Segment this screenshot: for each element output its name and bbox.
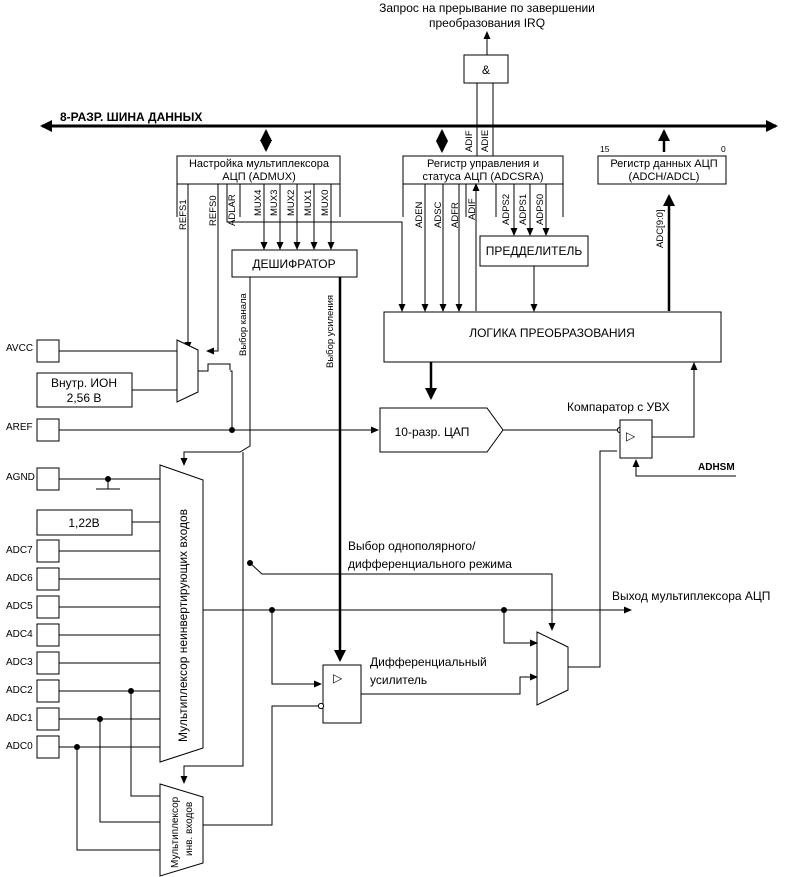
adc0-pin (36, 735, 60, 759)
adc-bus-label: ADC[9:0] (655, 209, 666, 248)
adc-data-register (597, 155, 727, 185)
adcsra-title-line1: Регистр управления и (427, 158, 539, 170)
adc-data-title-line1: Регистр данных АЦП (610, 158, 717, 170)
adc4-pin (36, 623, 60, 647)
adfr-label: ADFR (450, 202, 461, 228)
adc1-pin (36, 707, 60, 731)
conversion-logic-block (383, 311, 722, 363)
inverting-mux (159, 783, 204, 877)
noninverting-mux-label: Мультиплексор неинвертирующих входов (176, 509, 190, 742)
internal-ref-line1: Внутр. ИОН (51, 376, 117, 390)
mux3-label: MUX3 (269, 190, 280, 216)
mux2-label: MUX2 (286, 190, 297, 216)
inv-mux-line1: Мультиплексор (170, 796, 181, 868)
diff-amp-line2: усилитель (370, 673, 427, 687)
prescaler-label: ПРЕДДЕЛИТЕЛЬ (486, 244, 583, 258)
irq-label-line2: преобразования IRQ (429, 16, 545, 30)
adhsm-label: ADHSM (698, 462, 735, 473)
diff-amp-line1: Дифференциальный (370, 655, 487, 669)
internal-ref-block (36, 372, 133, 408)
adc1-label: ADC1 (6, 713, 33, 724)
adcsra-title-line2: статуса АЦП (ADCSRA) (422, 171, 543, 183)
refs1-label: REFS1 (178, 199, 189, 230)
admux-title-line1: Настройка мультиплексора (189, 158, 330, 170)
mode-select-line1: Выбор однополярного/ (348, 539, 476, 553)
mux4-label: MUX4 (253, 190, 264, 216)
adcsra-register (402, 155, 564, 185)
adc0-label: ADC0 (6, 741, 33, 752)
adc3-label: ADC3 (6, 657, 33, 668)
adc-data-bit0: 0 (721, 144, 726, 154)
dac-label: 10-разр. ЦАП (395, 425, 470, 439)
adc4-label: ADC4 (6, 629, 33, 640)
adc-data-title-line2: (ADCH/ADCL) (629, 171, 700, 183)
comparator-block (619, 419, 653, 459)
prescaler-block (479, 235, 589, 267)
adps1-label: ADPS1 (518, 194, 529, 225)
comparator-symbol: ▷ (626, 429, 636, 443)
adps0-label: ADPS0 (535, 194, 546, 225)
adc7-pin (36, 539, 60, 563)
agnd-pin (36, 467, 60, 491)
adc6-pin (36, 567, 60, 591)
bandgap-label: 1,22В (68, 516, 99, 530)
gain-select-label: Выбор усиления (325, 295, 336, 368)
adc2-pin (36, 679, 60, 703)
noninverting-mux (159, 464, 204, 763)
channel-select-label: Выбор канала (238, 292, 249, 356)
irq-label-line1: Запрос на прерывание по завершении (379, 1, 595, 15)
data-bus-label: 8-РАЗР. ШИНА ДАННЫХ (60, 110, 202, 124)
adie-top-label: ADIE (480, 130, 491, 152)
mux-output-label: Выход мультиплексора АЦП (612, 589, 770, 603)
aden-label: ADEN (414, 201, 425, 228)
and-gate-symbol: & (482, 63, 490, 77)
decoder-label: ДЕШИФРАТОР (252, 257, 335, 271)
comparator-label: Компаратор с УВХ (567, 400, 670, 414)
refs0-label: REFS0 (208, 195, 219, 226)
adsc-label: ADSC (433, 201, 444, 228)
conversion-logic-label: ЛОГИКА ПРЕОБРАЗОВАНИЯ (469, 326, 635, 340)
adc5-label: ADC5 (6, 601, 33, 612)
mux1-label: MUX1 (303, 190, 314, 216)
decoder-block (231, 249, 358, 278)
bandgap-block (36, 509, 133, 536)
adc-data-bit15: 15 (600, 144, 610, 154)
agnd-label: AGND (6, 472, 35, 483)
internal-ref-line2: 2,56 В (67, 391, 102, 405)
adlar-label: ADLAR (227, 194, 238, 226)
avcc-label: AVCC (6, 343, 33, 354)
diff-amp-symbol: ▷ (333, 671, 343, 685)
mode-select-line2: дифференциального режима (348, 557, 512, 571)
aref-pin (36, 418, 60, 442)
adps2-label: ADPS2 (501, 194, 512, 225)
adc2-label: ADC2 (6, 685, 33, 696)
admux-register (176, 155, 341, 185)
mux0-label: MUX0 (320, 190, 331, 216)
adif-label: ADIF (467, 198, 478, 220)
inv-mux-line2: инв. входов (184, 802, 195, 856)
diff-amp-block (322, 664, 362, 724)
avcc-pin (36, 339, 60, 363)
dac-block (379, 407, 504, 453)
reference-mux (176, 339, 199, 403)
adc3-pin (36, 651, 60, 675)
admux-title-line2: АЦП (ADMUX) (222, 171, 296, 183)
adc7-label: ADC7 (6, 545, 33, 556)
mode-mux (536, 631, 569, 706)
adc5-pin (36, 595, 60, 619)
aref-label: AREF (6, 422, 33, 433)
adc6-label: ADC6 (6, 573, 33, 584)
adif-top-label: ADIF (464, 130, 475, 152)
and-gate (463, 54, 509, 84)
